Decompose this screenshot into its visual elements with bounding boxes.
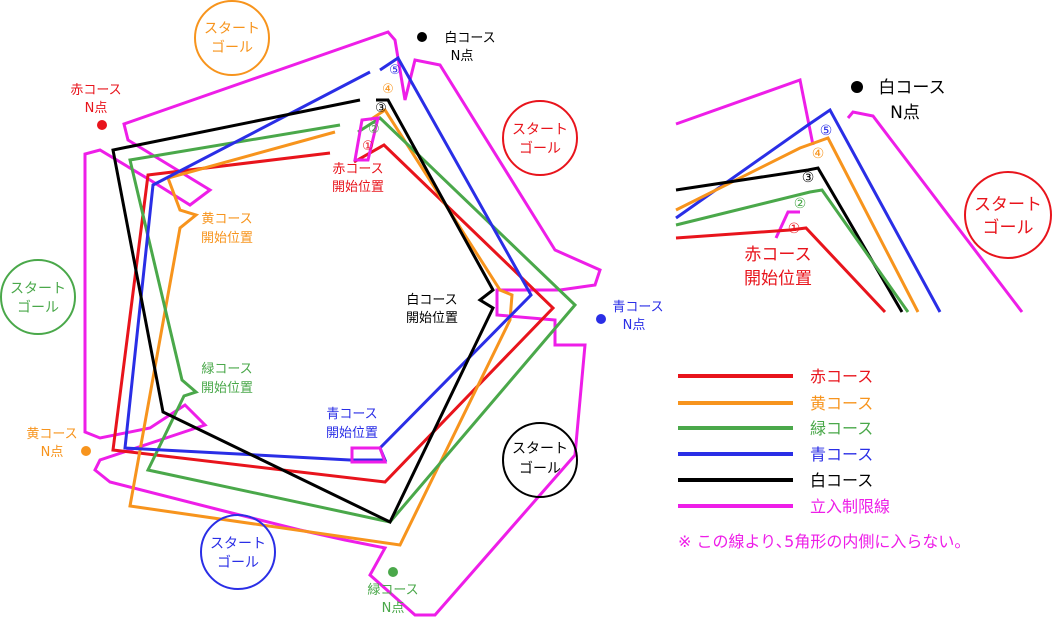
svg-text:ゴール: ゴール — [519, 140, 561, 157]
svg-text:スタート: スタート — [210, 536, 266, 552]
number-1: ① — [362, 139, 374, 154]
svg-text:ゴール: ゴール — [17, 299, 59, 316]
svg-text:白コース: 白コース — [406, 292, 457, 308]
start-pos-blue: 青コース 開始位置 — [326, 407, 378, 441]
svg-text:④: ④ — [812, 146, 825, 162]
start-pos-yellow: 黄コース 開始位置 — [201, 212, 253, 246]
start-pos-white: 白コース 開始位置 — [406, 292, 458, 326]
svg-text:①: ① — [788, 221, 801, 237]
start-goal-red: スタート ゴール — [502, 100, 578, 176]
number-3: ③ — [375, 101, 387, 116]
svg-text:開始位置: 開始位置 — [744, 269, 812, 289]
svg-text:黄コース: 黄コース — [201, 212, 252, 227]
number-4: ④ — [382, 82, 394, 97]
red-start-marker — [353, 116, 380, 162]
number-5: ⑤ — [389, 63, 401, 78]
svg-text:スタート: スタート — [512, 122, 568, 138]
n-point-blue: 青コース N点 — [596, 300, 664, 333]
svg-text:スタート: スタート — [512, 441, 568, 457]
svg-text:ゴール: ゴール — [211, 39, 253, 56]
green-course-line — [128, 116, 578, 524]
svg-text:黄コース: 黄コース — [26, 427, 77, 442]
svg-text:N点: N点 — [382, 601, 405, 616]
svg-text:スタート: スタート — [10, 281, 66, 297]
svg-text:N点: N点 — [85, 101, 108, 116]
svg-text:青コース: 青コース — [326, 407, 377, 422]
n-point-green: 緑コース N点 — [367, 567, 419, 616]
svg-text:赤コース: 赤コース — [332, 162, 383, 177]
svg-text:ゴール: ゴール — [519, 460, 561, 477]
svg-text:②: ② — [794, 196, 807, 212]
start-goal-black: スタート ゴール — [502, 422, 578, 498]
svg-text:ゴール: ゴール — [983, 217, 1034, 238]
restriction-line — [83, 30, 602, 617]
n-point-white: 白コース N点 — [417, 30, 496, 64]
start-goal-orange: スタート ゴール — [194, 0, 270, 76]
svg-text:ゴール: ゴール — [217, 554, 259, 571]
svg-text:N点: N点 — [890, 103, 920, 123]
svg-text:緑コース: 緑コース — [367, 583, 418, 598]
legend-label-green: 緑コース — [810, 419, 873, 438]
legend-label-red: 赤コース — [810, 367, 873, 386]
legend: 赤コース 黄コース 緑コース 青コース 白コース 立入制限線 ※ この線より､5… — [678, 367, 970, 551]
svg-text:開始位置: 開始位置 — [201, 231, 253, 246]
blue-start-marker — [350, 446, 388, 464]
start-pos-green: 緑コース 開始位置 — [201, 362, 253, 396]
svg-text:N点: N点 — [41, 445, 64, 460]
n-point-yellow: 黄コース N点 — [26, 427, 91, 460]
svg-text:開始位置: 開始位置 — [326, 426, 378, 441]
svg-text:赤コース: 赤コース — [70, 83, 121, 98]
legend-label-white: 白コース — [810, 471, 873, 490]
svg-text:スタート: スタート — [974, 195, 1042, 215]
svg-text:開始位置: 開始位置 — [201, 381, 253, 396]
start-goal-blue: スタート ゴール — [200, 514, 276, 590]
n-point-red: 赤コース N点 — [70, 83, 122, 130]
svg-text:開始位置: 開始位置 — [406, 311, 458, 326]
start-pos-red: 赤コース 開始位置 — [332, 162, 384, 195]
svg-text:スタート: スタート — [204, 21, 260, 37]
svg-text:白コース: 白コース — [444, 30, 495, 46]
svg-text:N点: N点 — [451, 49, 474, 64]
zoom-detail: ⑤ ④ ③ ② ① 白コース N点 赤コース 開始位置 スタート ゴール — [675, 78, 1052, 314]
legend-label-yellow: 黄コース — [810, 394, 873, 413]
legend-label-restriction: 立入制限線 — [810, 497, 890, 516]
svg-text:③: ③ — [802, 170, 815, 186]
legend-label-blue: 青コース — [810, 445, 873, 464]
svg-text:緑コース: 緑コース — [201, 362, 252, 377]
svg-text:開始位置: 開始位置 — [332, 180, 384, 195]
svg-text:N点: N点 — [623, 318, 646, 333]
start-goal-green: スタート ゴール — [0, 259, 76, 335]
number-2: ② — [368, 122, 380, 137]
svg-text:赤コース: 赤コース — [744, 245, 811, 265]
svg-text:⑤: ⑤ — [820, 123, 833, 139]
white-course-line — [111, 98, 495, 525]
svg-text:白コース: 白コース — [878, 78, 945, 98]
legend-note: ※ この線より､5角形の内側に入らない。 — [678, 532, 970, 551]
red-course-line — [111, 143, 556, 484]
svg-text:青コース: 青コース — [612, 300, 663, 315]
